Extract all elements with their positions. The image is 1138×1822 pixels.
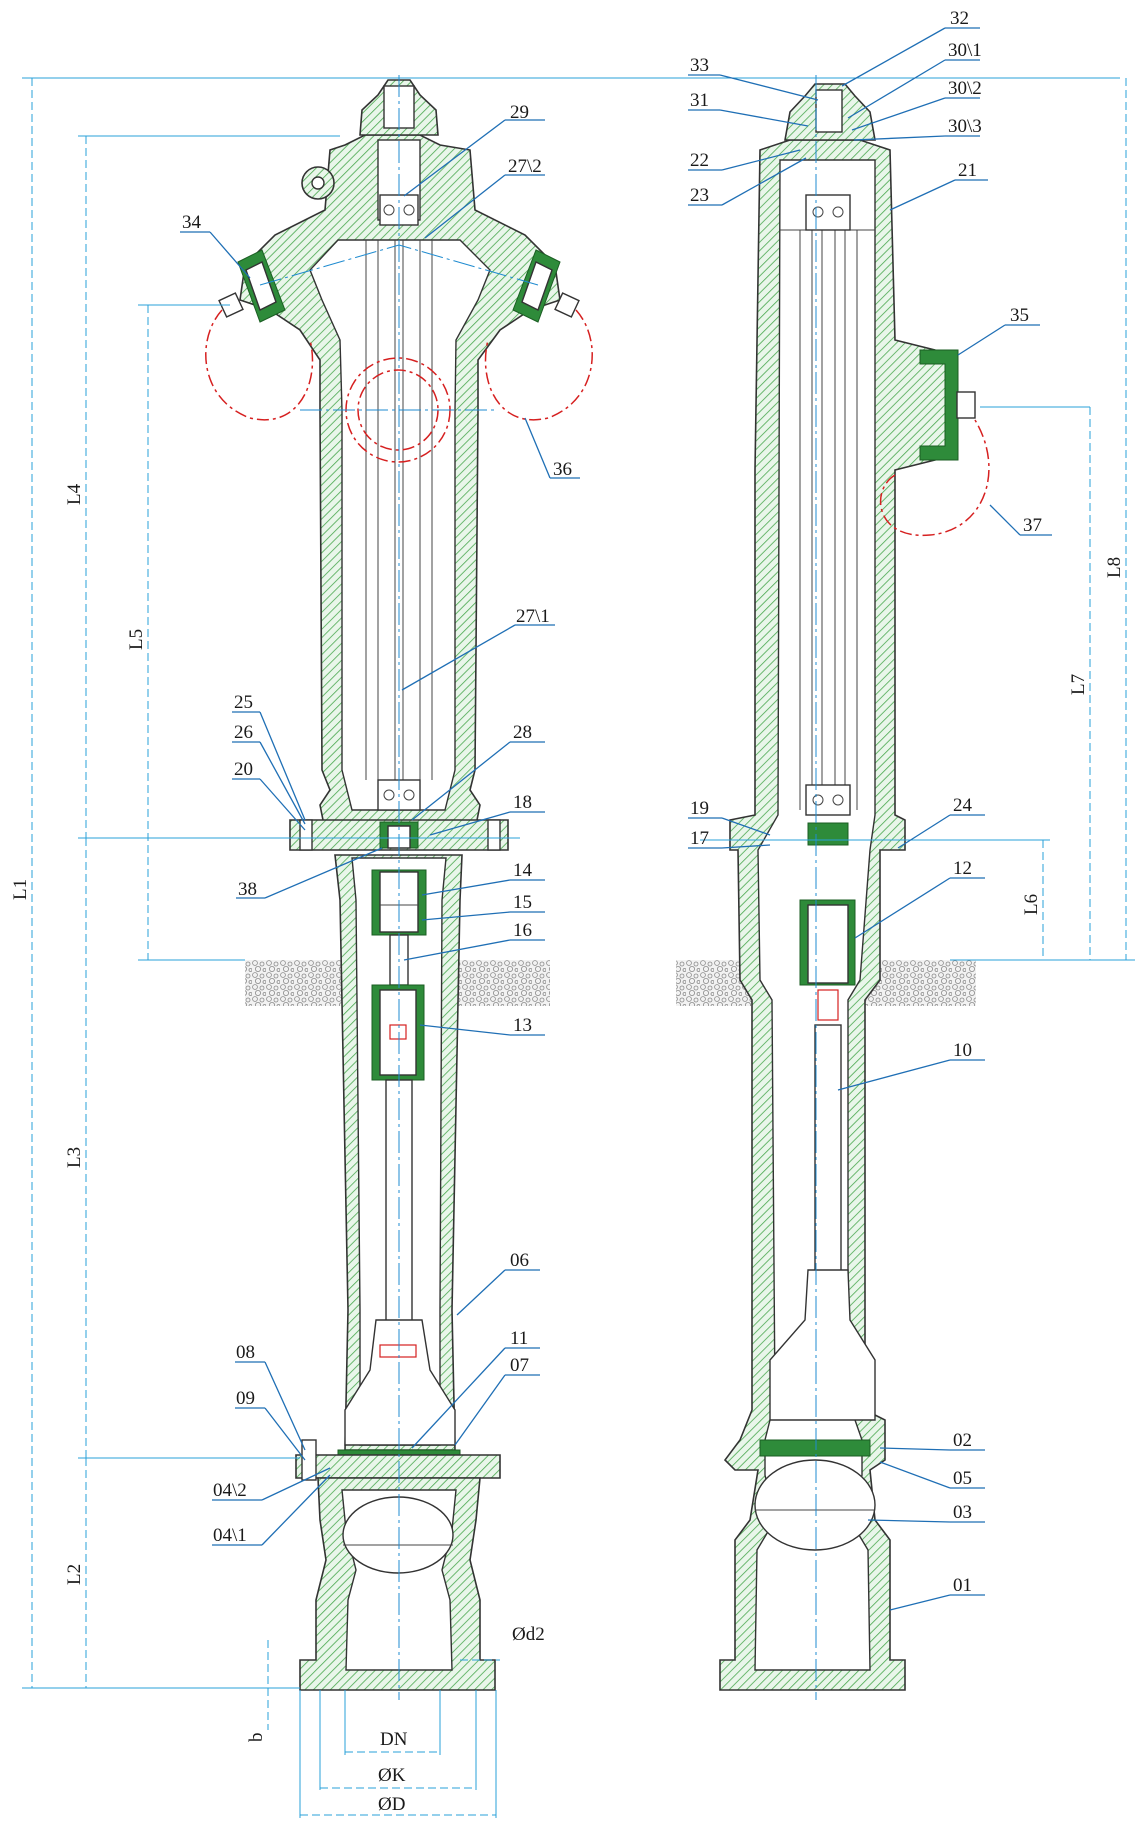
label-07: 07 (510, 1355, 529, 1376)
label-04-1: 04\1 (213, 1525, 247, 1546)
dimensions (22, 77, 1135, 1818)
label-35: 35 (1010, 305, 1029, 326)
label-02: 02 (953, 1430, 972, 1451)
dim-L6: L6 (1021, 894, 1042, 915)
dim-L2: L2 (64, 1564, 85, 1585)
dim-L1: L1 (10, 879, 31, 900)
dim-OK: ØK (378, 1765, 406, 1786)
label-34: 34 (182, 212, 202, 233)
label-30-1: 30\1 (948, 40, 982, 61)
label-18: 18 (513, 792, 532, 813)
label-01: 01 (953, 1575, 972, 1596)
label-25: 25 (234, 692, 253, 713)
label-14: 14 (513, 860, 533, 881)
label-11: 11 (510, 1328, 528, 1349)
label-22: 22 (690, 150, 709, 171)
dimension-labels: L1 L4 L5 L3 L2 b DN ØK ØD Ød2 L8 L7 L6 (10, 483, 1125, 1815)
left-hydrant (205, 75, 593, 1700)
label-30-3: 30\3 (948, 116, 982, 137)
dim-b: b (246, 1733, 267, 1743)
label-36: 36 (553, 459, 572, 480)
label-30-2: 30\2 (948, 78, 982, 99)
left-part-labels: 29 27\2 34 36 27\1 25 26 20 28 18 38 14 … (182, 102, 572, 1546)
label-20: 20 (234, 759, 253, 780)
dim-L7: L7 (1068, 674, 1089, 695)
label-37: 37 (1023, 515, 1042, 536)
label-26: 26 (234, 722, 253, 743)
label-24: 24 (953, 795, 973, 816)
dim-L3: L3 (64, 1147, 85, 1168)
dim-Od2: Ød2 (512, 1624, 545, 1645)
label-17: 17 (690, 828, 709, 849)
label-05: 05 (953, 1468, 972, 1489)
dim-DN: DN (380, 1729, 408, 1750)
label-27-2: 27\2 (508, 156, 542, 177)
label-32: 32 (950, 8, 969, 29)
right-hydrant (719, 75, 990, 1700)
label-08: 08 (236, 1342, 255, 1363)
label-12: 12 (953, 858, 972, 879)
label-31: 31 (690, 90, 709, 111)
dim-L5: L5 (126, 629, 147, 650)
label-28: 28 (513, 722, 532, 743)
label-19: 19 (690, 798, 709, 819)
dim-OD: ØD (378, 1794, 405, 1815)
label-03: 03 (953, 1502, 972, 1523)
right-part-labels: 32 33 30\1 31 30\2 30\3 22 23 21 35 37 1… (690, 8, 1042, 1596)
label-04-2: 04\2 (213, 1480, 247, 1501)
dim-L8: L8 (1104, 557, 1125, 578)
label-23: 23 (690, 185, 709, 206)
label-38: 38 (238, 879, 257, 900)
label-15: 15 (513, 892, 532, 913)
label-27-1: 27\1 (516, 606, 550, 627)
leaders (180, 27, 1052, 1611)
label-29: 29 (510, 102, 529, 123)
label-16: 16 (513, 920, 532, 941)
label-09: 09 (236, 1388, 255, 1409)
label-33: 33 (690, 55, 709, 76)
label-21: 21 (958, 160, 977, 181)
dim-L4: L4 (64, 483, 85, 505)
label-06: 06 (510, 1250, 529, 1271)
label-13: 13 (513, 1015, 532, 1036)
label-10: 10 (953, 1040, 972, 1061)
